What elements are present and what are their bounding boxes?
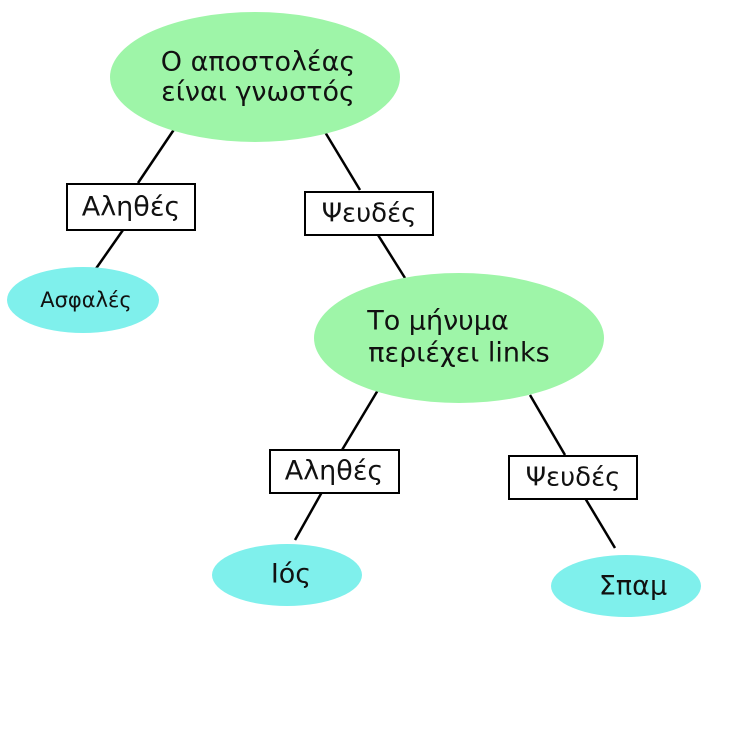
links-line-1: Το μήνυμα <box>366 306 509 337</box>
root-false-edge-label: Ψευδές <box>304 191 434 236</box>
spam-leaf-ellipse <box>551 555 701 617</box>
edge-root-to-false-label <box>323 131 362 191</box>
edge-links-to-false-label <box>528 394 567 456</box>
safe-leaf-ellipse <box>7 267 159 333</box>
spam-leaf-node: Σπαμ <box>551 555 701 617</box>
links-true-edge-label: Αληθές <box>269 449 400 494</box>
root-true-label-text: Αληθές <box>82 192 181 223</box>
root-line-1: Ο αποστολέας <box>161 47 356 78</box>
edge-root-to-true-label <box>136 127 177 184</box>
edge-links-to-true-label <box>340 389 380 451</box>
links-ellipse <box>314 273 604 403</box>
links-true-label-text: Αληθές <box>285 456 384 487</box>
links-false-label-text: Ψευδές <box>526 463 621 493</box>
root-false-label-box <box>304 191 434 236</box>
safe-leaf-text: Ασφαλές <box>40 288 131 312</box>
links-decision-node: Το μήνυμα περιέχει links <box>314 273 604 403</box>
root-line-2: είναι γνωστός <box>161 77 355 108</box>
edge-true-label-to-virus <box>293 491 324 541</box>
root-false-label-text: Ψευδές <box>322 199 417 229</box>
spam-leaf-text: Σπαμ <box>599 571 667 602</box>
edge-true-label-to-safe <box>93 229 125 271</box>
virus-leaf-text: Ιός <box>271 559 311 590</box>
links-line-2: περιέχει links <box>368 338 549 369</box>
root-true-label-box <box>66 183 196 231</box>
edge-false-label-to-spam <box>583 497 617 549</box>
links-true-label-box <box>269 449 400 494</box>
links-false-label-box <box>508 455 638 500</box>
virus-leaf-ellipse <box>212 544 362 606</box>
virus-leaf-node: Ιός <box>212 544 362 606</box>
root-ellipse <box>110 12 400 142</box>
links-false-edge-label: Ψευδές <box>508 455 638 500</box>
root-true-edge-label: Αληθές <box>66 183 196 231</box>
safe-leaf-node: Ασφαλές <box>7 267 159 333</box>
root-decision-node: Ο αποστολέας είναι γνωστός <box>110 12 400 142</box>
edge-false-label-to-links-node <box>376 234 407 279</box>
